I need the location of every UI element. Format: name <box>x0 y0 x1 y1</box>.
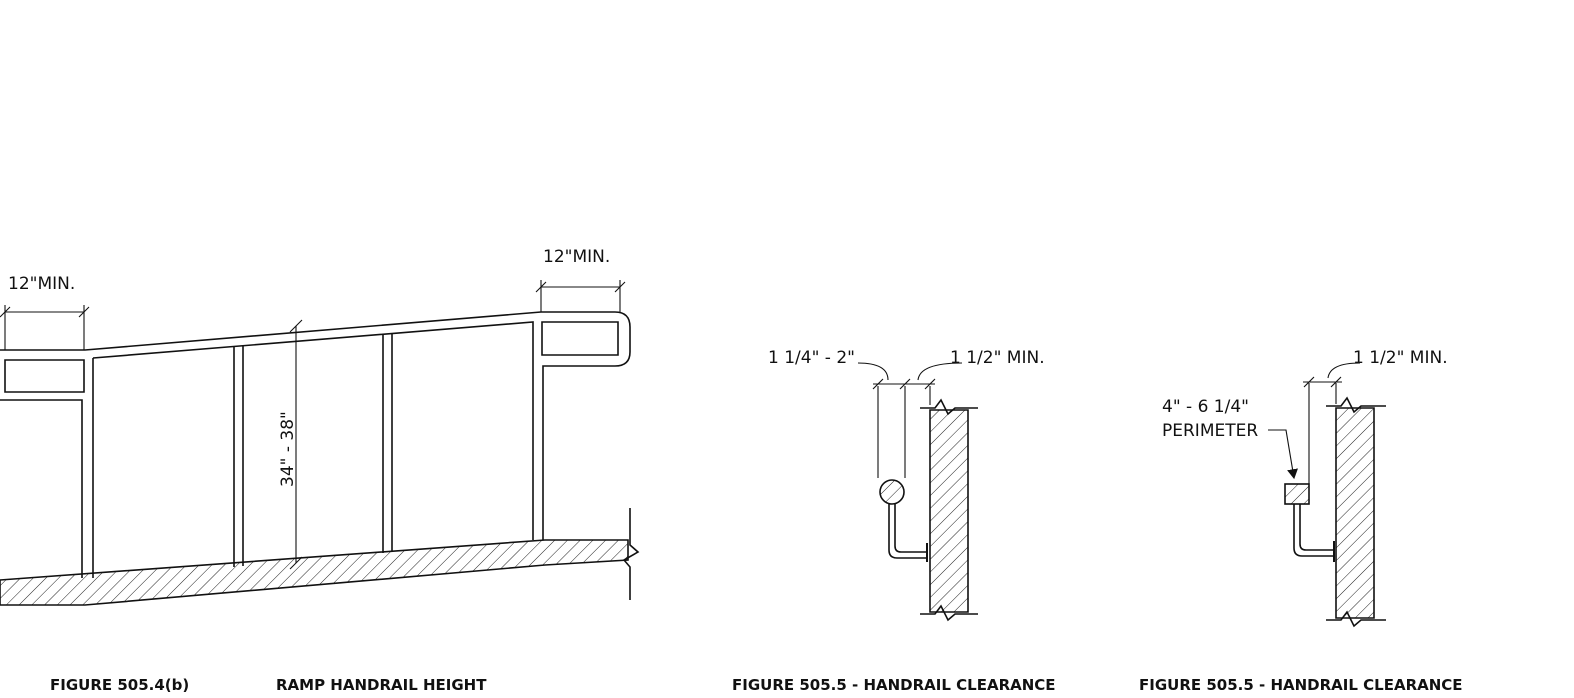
wall-break-bottom <box>1326 610 1386 628</box>
ramp-figure-title: RAMP HANDRAIL HEIGHT <box>276 676 487 693</box>
circular-figure-caption: FIGURE 505.5 - HANDRAIL CLEARANCE <box>732 676 1056 693</box>
wall-section <box>1335 407 1375 619</box>
ramp-height-label: 34" - 38" <box>278 411 298 487</box>
rectangular-clearance-dimension <box>1303 362 1361 484</box>
rectangular-rail <box>1284 483 1310 505</box>
circular-rail <box>879 479 905 505</box>
post <box>233 346 244 567</box>
post <box>382 334 393 553</box>
circular-clearance-label: 1 1/2" MIN. <box>950 348 1045 368</box>
ramp-right-extension-label: 12"MIN. <box>543 247 610 267</box>
rectangular-figure-caption: FIGURE 505.5 - HANDRAIL CLEARANCE <box>1139 676 1463 693</box>
top-rail <box>0 311 631 540</box>
ramp-handrail-figure <box>0 280 640 606</box>
dimension-height <box>289 319 303 570</box>
right-extension <box>541 321 619 356</box>
perimeter-word-label: PERIMETER <box>1162 421 1258 441</box>
bracket <box>888 504 926 559</box>
perimeter-leader <box>1268 429 1298 480</box>
ramp-figure-number: FIGURE 505.4(b) <box>50 676 189 693</box>
dimension-right <box>535 280 626 312</box>
dimension-left <box>0 305 90 350</box>
wall-section <box>929 409 969 613</box>
circular-diameter-label: 1 1/4" - 2" <box>768 348 855 368</box>
ramp-surface <box>0 539 629 606</box>
perimeter-range-label: 4" - 6 1/4" <box>1162 397 1249 417</box>
bracket <box>1293 504 1333 557</box>
circular-handrail-figure <box>857 362 978 622</box>
ramp-left-extension-label: 12"MIN. <box>8 274 75 294</box>
left-extension <box>0 399 83 578</box>
wall-break-bottom <box>920 604 978 622</box>
break-line <box>622 508 640 600</box>
circular-clearance-dimension <box>857 362 963 478</box>
wall-break-top <box>1326 396 1386 414</box>
wall-break-top <box>920 398 978 416</box>
rectangular-clearance-label: 1 1/2" MIN. <box>1353 348 1448 368</box>
rectangular-handrail-figure <box>1268 362 1386 628</box>
